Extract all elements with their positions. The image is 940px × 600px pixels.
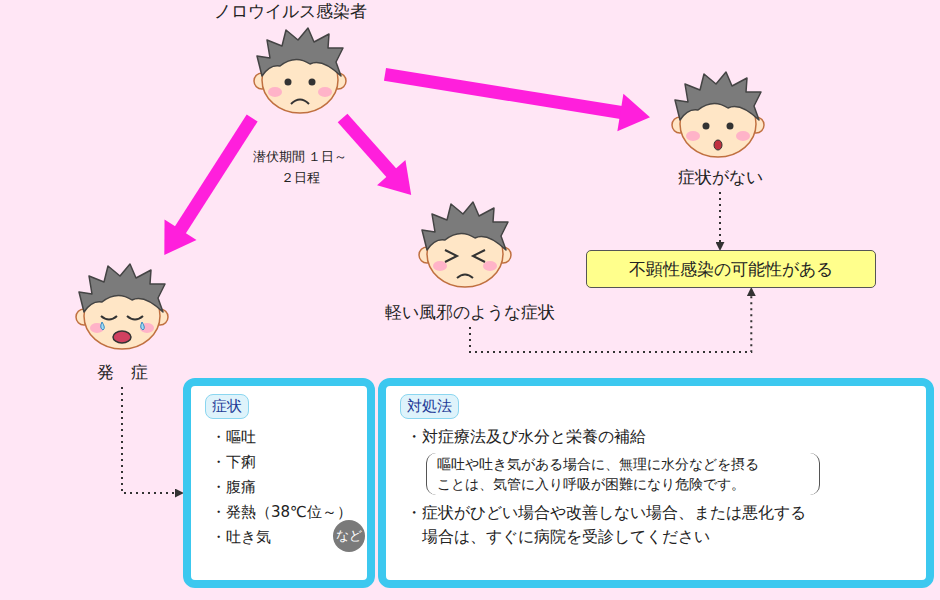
arrow-shaft xyxy=(343,118,394,176)
dotted-line xyxy=(122,387,183,493)
symptom-panel: 症状・嘔吐・下痢・腹痛・発熱（38℃位～）・吐き気など xyxy=(183,378,375,588)
person-label: 症状がない xyxy=(678,166,763,188)
list-item: ・症状がひどい場合や改善しない場合、または悪化する 場合は、すぐに病院を受診して… xyxy=(406,501,862,549)
mouth xyxy=(457,275,473,279)
eye xyxy=(285,79,292,86)
mouth xyxy=(714,140,722,150)
eye xyxy=(703,123,710,130)
flow-arrow xyxy=(164,118,252,255)
person-label: 軽い風邪のような症状 xyxy=(385,301,555,323)
face xyxy=(419,202,511,287)
arrow-head xyxy=(164,219,196,255)
crying-eyes xyxy=(101,316,143,320)
squint-eyes xyxy=(445,250,485,262)
band-label: 潜伏期間 １日～２日程 xyxy=(250,146,350,188)
incubation-band: 潜伏期間 １日～２日程 xyxy=(130,40,490,215)
face xyxy=(672,72,764,157)
infected-child xyxy=(254,28,346,113)
arrow-head xyxy=(617,94,650,132)
list-item: ・吐き気 xyxy=(205,525,353,550)
sick-child xyxy=(76,264,168,349)
flow-arrow xyxy=(385,74,650,131)
note-text: 不顕性感染の可能性がある xyxy=(629,258,833,281)
healthy-child xyxy=(672,72,764,157)
asymptomatic-person: 症状がない xyxy=(650,65,790,192)
note-box: 不顕性感染の可能性がある xyxy=(586,250,876,288)
arrow-shaft xyxy=(385,74,624,113)
tears xyxy=(101,322,145,330)
arrow-shaft xyxy=(178,118,252,233)
etc-badge: など xyxy=(333,520,365,552)
dotted-arrow xyxy=(720,192,721,250)
eye xyxy=(309,79,316,86)
person-label: 発 症 xyxy=(97,361,148,383)
mild-person: 軽い風邪のような症状 xyxy=(355,195,585,327)
panel-heading: 対処法 xyxy=(400,394,459,419)
treatment-panel: 対処法・対症療法及び水分と栄養の補給嘔吐や吐き気がある場合に、無理に水分などを摂… xyxy=(378,378,934,588)
arrow-head xyxy=(377,160,411,195)
flow-arrow xyxy=(343,118,412,195)
mild-child xyxy=(419,202,511,287)
symptomatic-person: 発 症 xyxy=(68,255,176,387)
mouth xyxy=(291,100,309,105)
mouth xyxy=(113,331,131,343)
caution-note: 嘔吐や吐き気がある場合に、無理に水分などを摂る ことは、気管に入り呼吸が困難にな… xyxy=(426,453,820,495)
band-shape xyxy=(130,40,490,215)
eye xyxy=(727,123,734,130)
dotted-line xyxy=(719,192,721,250)
list-item: ・下痢 xyxy=(205,450,353,475)
infected-person: ノロウイルス感染者 xyxy=(195,0,385,118)
list-item: ・嘔吐 xyxy=(205,425,353,450)
dotted-arrow xyxy=(122,387,183,493)
panel-heading: 症状 xyxy=(205,394,249,419)
list-item: ・対症療法及び水分と栄養の補給 xyxy=(406,425,912,449)
face xyxy=(76,264,168,349)
list-item: ・腹痛 xyxy=(205,475,353,500)
list-item: ・発熱（38℃位～） xyxy=(205,500,353,525)
heading: ノロウイルス感染者 xyxy=(214,0,367,22)
face xyxy=(254,28,346,113)
